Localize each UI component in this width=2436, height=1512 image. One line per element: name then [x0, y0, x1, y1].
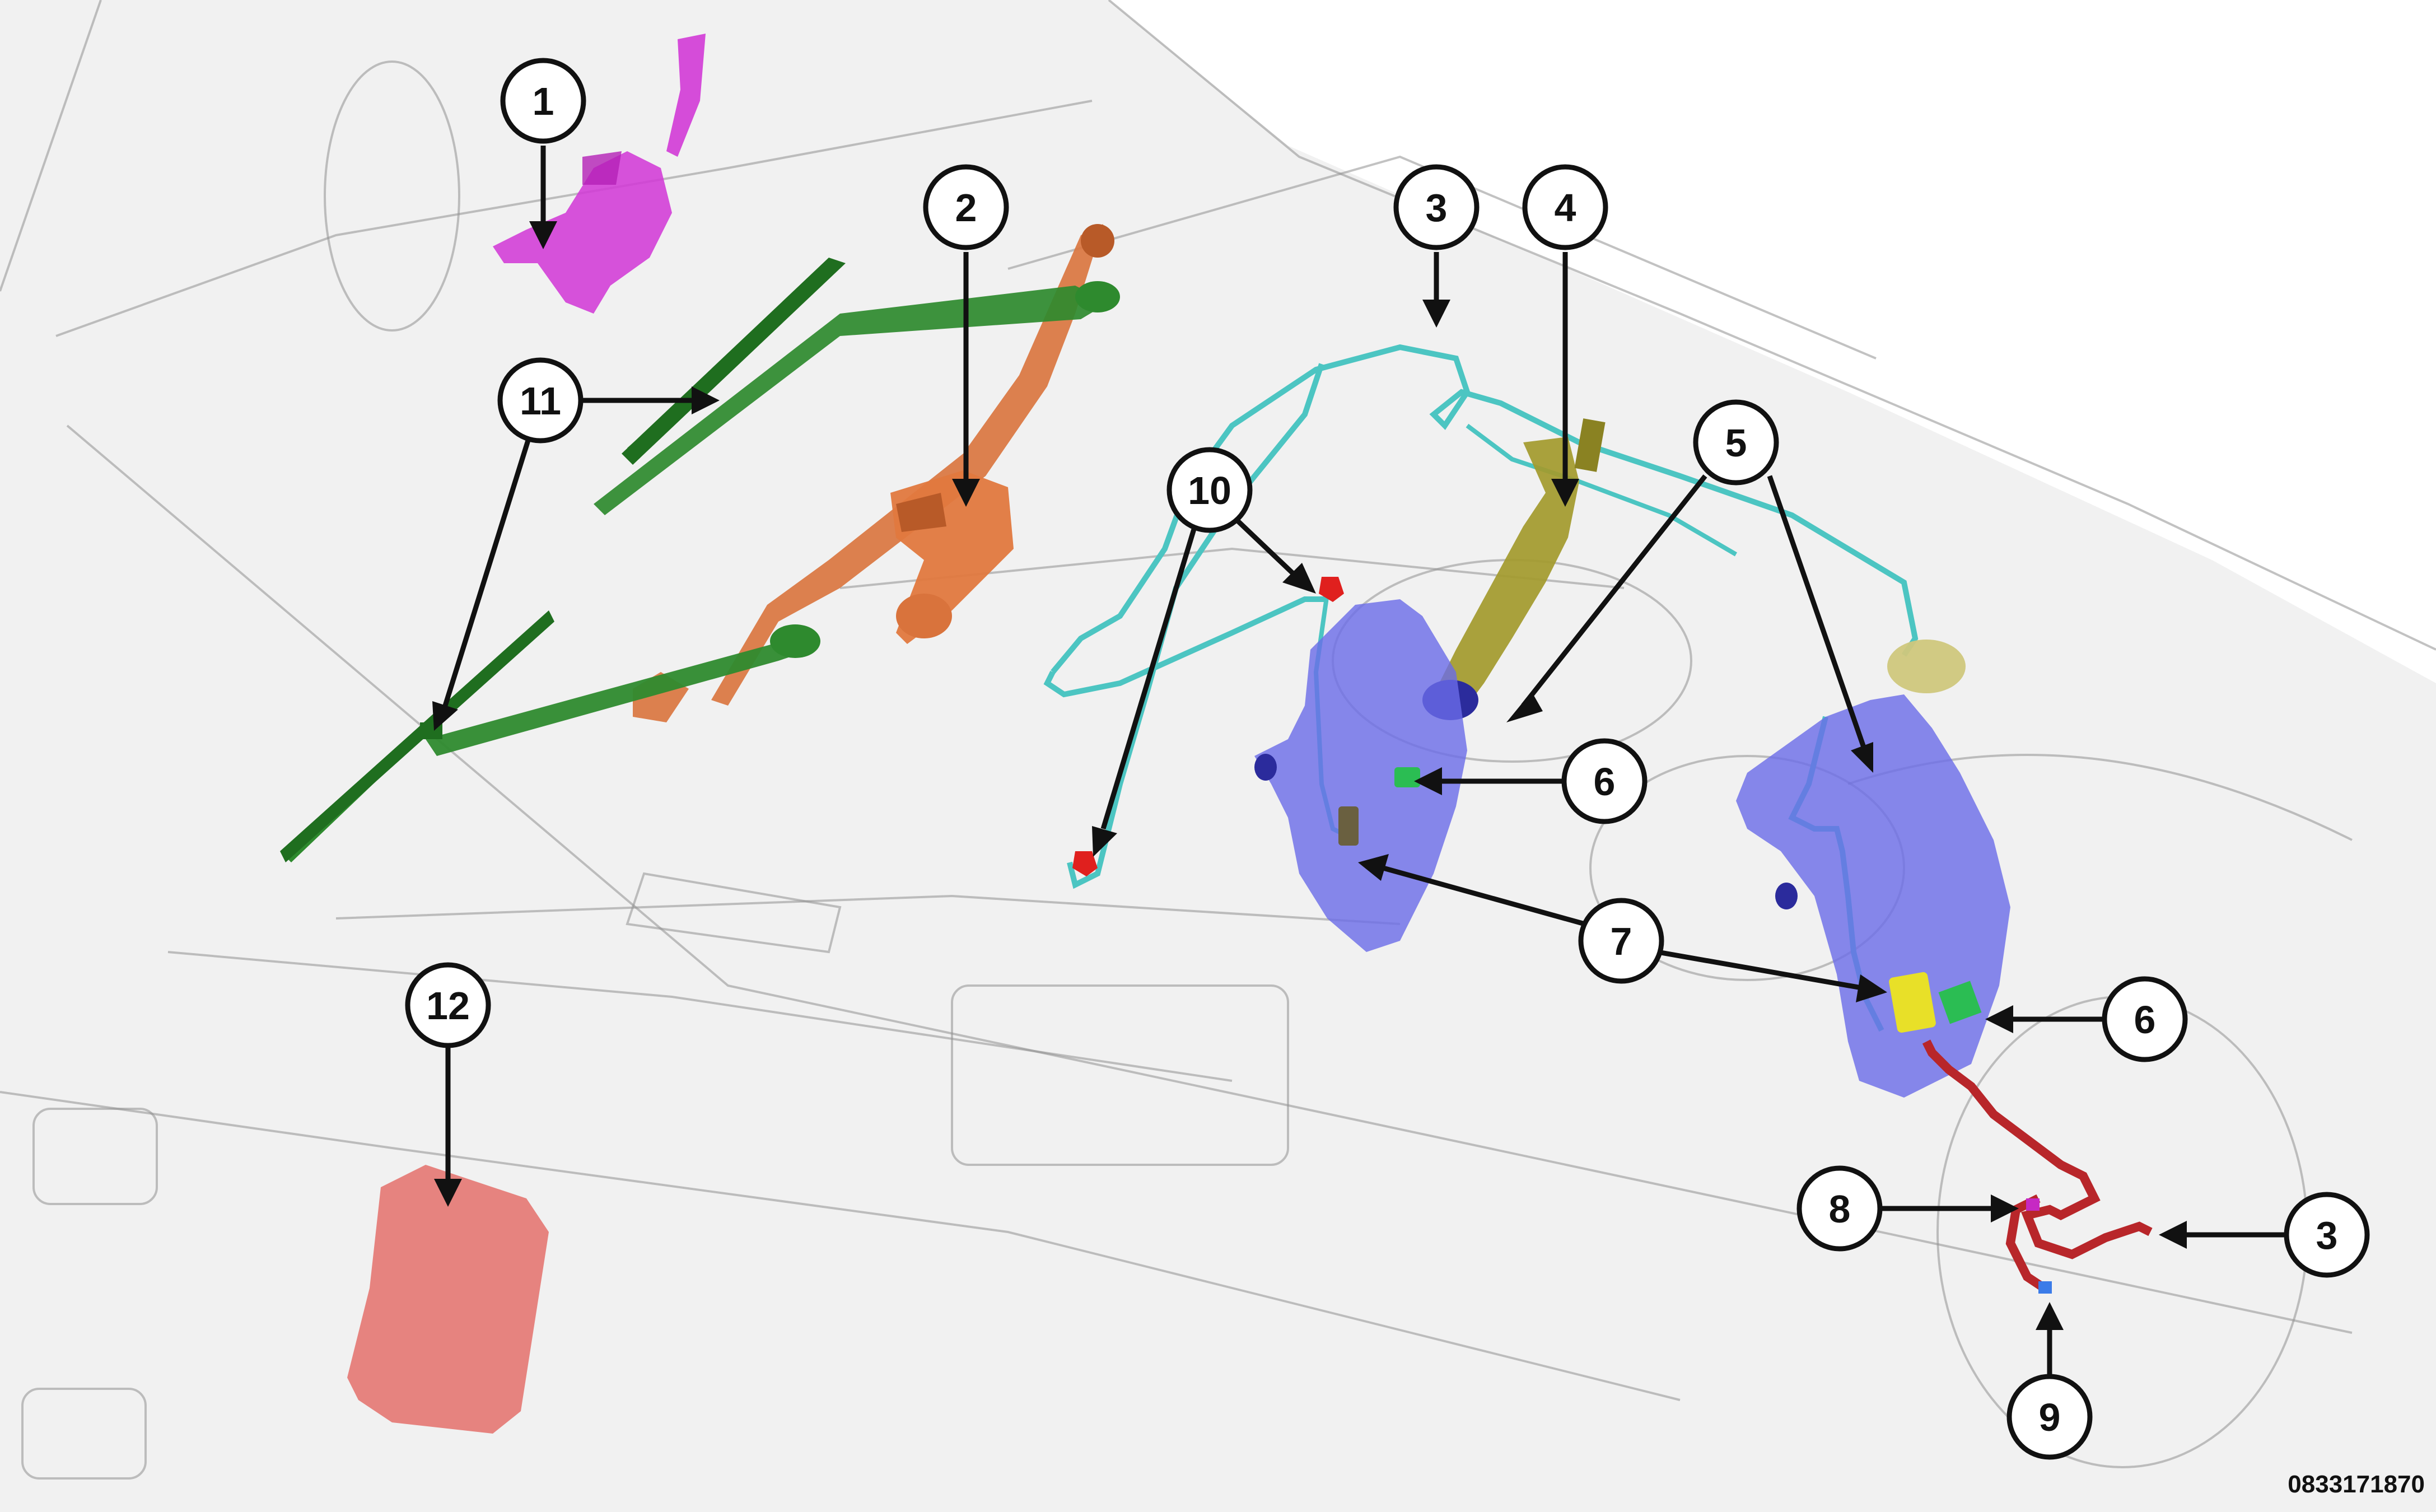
svg-text:10: 10	[1188, 469, 1231, 512]
callout-5: 5	[1693, 399, 1779, 486]
svg-text:4: 4	[1555, 186, 1576, 230]
svg-text:7: 7	[1611, 920, 1632, 963]
svg-text:6: 6	[2134, 998, 2156, 1042]
wiper-linkage-motor	[633, 224, 1114, 722]
svg-text:2: 2	[955, 186, 977, 230]
callout-6-top: 6	[1561, 738, 1648, 824]
callout-10: 10	[1166, 447, 1253, 533]
callout-3-right: 3	[2284, 1192, 2370, 1278]
callout-6-bottom: 6	[2102, 976, 2188, 1062]
washer-nozzles	[1072, 577, 1344, 876]
level-sensors	[1394, 767, 1982, 1024]
callout-12: 12	[405, 962, 491, 1048]
callout-leaders	[432, 146, 2285, 1375]
callout-8: 8	[1796, 1165, 1883, 1252]
callout-2: 2	[923, 164, 1009, 250]
rear-washer-hose	[1922, 1039, 2153, 1294]
callout-4: 4	[1522, 164, 1608, 250]
multifunction-switch	[493, 34, 706, 314]
callout-11: 11	[497, 357, 584, 444]
svg-text:11: 11	[520, 379, 561, 423]
svg-text:3: 3	[2316, 1214, 2338, 1257]
washer-pumps	[1338, 806, 1936, 1033]
svg-text:6: 6	[1594, 760, 1616, 804]
callout-1: 1	[500, 58, 586, 144]
svg-text:3: 3	[1426, 186, 1448, 230]
svg-text:12: 12	[426, 984, 470, 1028]
document-number: 0833171870	[2288, 1471, 2425, 1498]
svg-text:8: 8	[1829, 1187, 1851, 1231]
svg-text:1: 1	[533, 80, 554, 123]
svg-text:9: 9	[2039, 1396, 2061, 1439]
body-control-module	[347, 1165, 549, 1434]
callout-9: 9	[2006, 1374, 2093, 1460]
svg-text:5: 5	[1725, 421, 1747, 465]
callout-7: 7	[1578, 898, 1664, 984]
wiper-arms-blades	[280, 258, 1120, 862]
callout-3-top: 3	[1393, 164, 1480, 250]
